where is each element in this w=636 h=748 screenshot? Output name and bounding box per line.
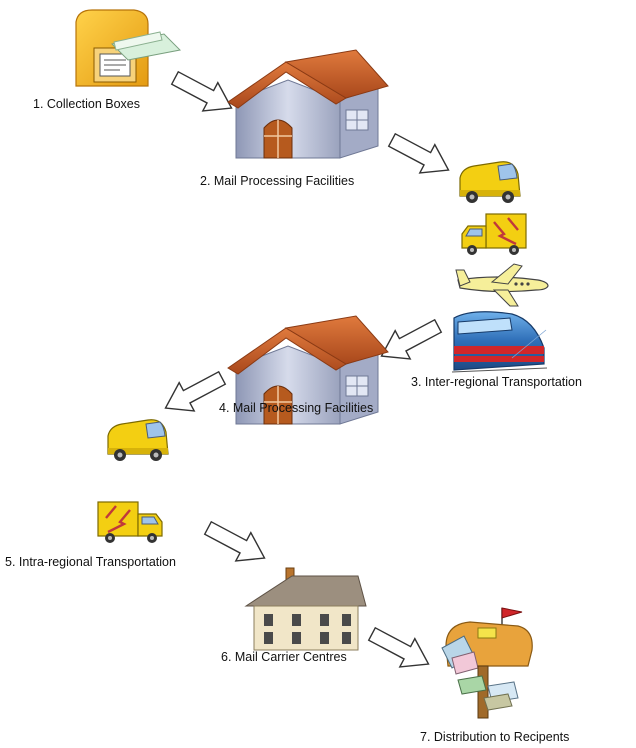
airplane-icon: [455, 263, 549, 307]
stage-6-label: 6. Mail Carrier Centres: [221, 650, 347, 664]
collection-box-icon: [75, 9, 182, 87]
stage-7-label: 7. Distribution to Recipents: [420, 730, 569, 744]
processing-facility-icon: [227, 49, 389, 159]
stage-1-label: 1. Collection Boxes: [33, 97, 140, 111]
flow-arrow-3-4: [373, 311, 447, 371]
stage-3-label: 3. Inter-regional Transportation: [411, 375, 582, 389]
flow-arrow-1-2: [166, 63, 240, 123]
flow-arrow-5-6: [199, 513, 273, 573]
mailbox-icon: [441, 607, 533, 719]
carrier-centre-house-icon: [244, 567, 367, 651]
stage-4-label: 4. Mail Processing Facilities: [219, 401, 373, 415]
flow-arrow-2-3: [383, 125, 457, 185]
flow-arrow-6-7: [363, 619, 437, 679]
truck-icon: [460, 212, 528, 257]
truck-icon: [96, 500, 164, 545]
stage-2-label: 2. Mail Processing Facilities: [200, 174, 354, 188]
delivery-van-icon: [107, 419, 169, 462]
train-icon: [451, 311, 548, 373]
delivery-van-icon: [459, 161, 521, 204]
stage-5-label: 5. Intra-regional Transportation: [5, 555, 176, 569]
